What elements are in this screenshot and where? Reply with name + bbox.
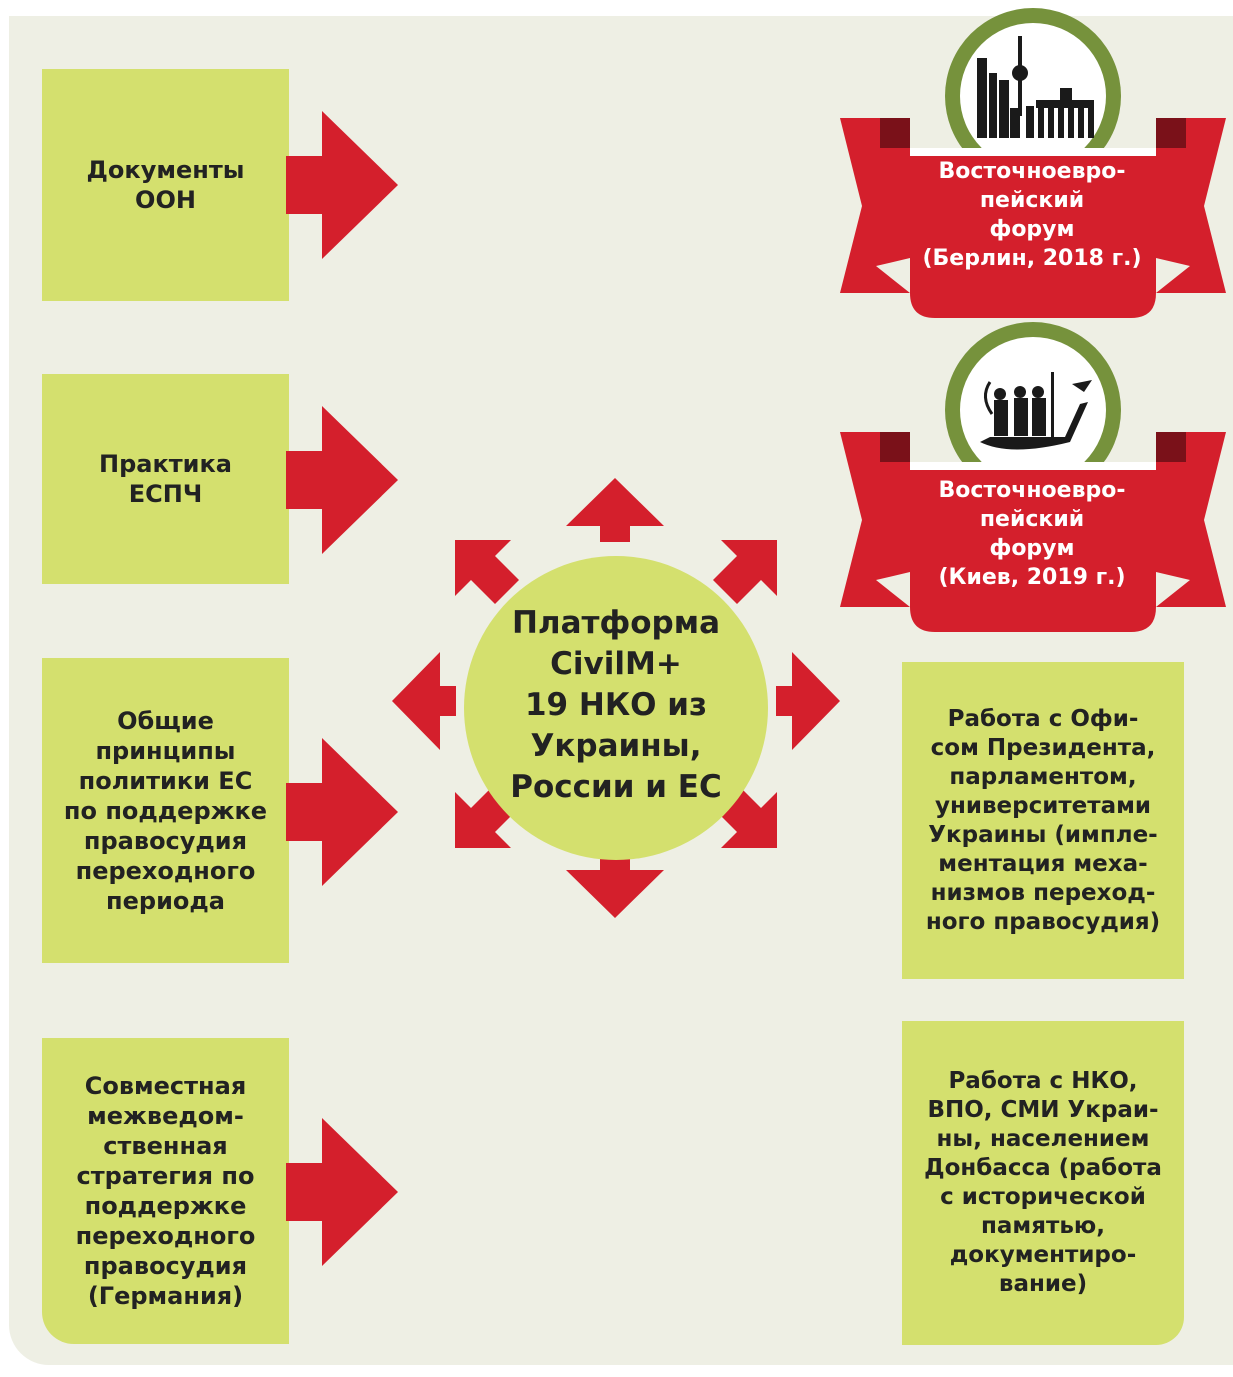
echr-practice-label: Практика ЕСПЧ xyxy=(99,450,232,508)
berlin-forum-label: Восточноевро- пейский форум (Берлин, 201… xyxy=(922,159,1142,271)
echr-practice-box: Практика ЕСПЧ xyxy=(42,374,289,584)
germany-strategy-box: Совместная межведом- ственная стратегия … xyxy=(42,1038,289,1344)
ngo-work-label: Работа с НКО, ВПО, СМИ Украи- ны, населе… xyxy=(924,1068,1162,1297)
ngo-work-box: Работа с НКО, ВПО, СМИ Украи- ны, населе… xyxy=(902,1021,1184,1345)
radial-arrow-up-left xyxy=(455,540,519,604)
radial-arrow-right xyxy=(776,652,840,750)
radial-arrow-up-right xyxy=(713,540,777,604)
arrow-right-1 xyxy=(286,111,398,259)
kyiv-forum-badge xyxy=(840,322,1226,632)
arrow-right-2 xyxy=(286,406,398,554)
arrow-right-4 xyxy=(286,1118,398,1266)
radial-arrow-left xyxy=(392,652,456,750)
eu-principles-label: Общие принципы политики ЕС по поддержке … xyxy=(63,706,268,915)
center-platform-circle: Платформа CivilM+ 19 НКО из Украины, Рос… xyxy=(464,556,768,860)
radial-arrow-up xyxy=(566,478,664,542)
un-documents-box: Документы ООН xyxy=(42,69,289,301)
kyiv-forum-label: Восточноевро- пейский форум (Киев, 2019 … xyxy=(938,478,1126,590)
president-office-box: Работа с Офи- сом Президента, парламенто… xyxy=(902,662,1184,979)
president-office-label: Работа с Офи- сом Президента, парламенто… xyxy=(925,705,1161,935)
germany-strategy-label: Совместная межведом- ственная стратегия … xyxy=(75,1072,256,1310)
un-documents-label: Документы ООН xyxy=(86,156,245,214)
kyiv-monument-icon xyxy=(980,372,1092,450)
radial-arrow-down xyxy=(566,854,664,918)
berlin-forum-badge xyxy=(840,8,1226,318)
center-platform-label: Платформа CivilM+ 19 НКО из Украины, Рос… xyxy=(510,604,722,805)
arrow-right-3 xyxy=(286,738,398,886)
eu-principles-box: Общие принципы политики ЕС по поддержке … xyxy=(42,658,289,963)
berlin-skyline-icon xyxy=(977,36,1094,138)
